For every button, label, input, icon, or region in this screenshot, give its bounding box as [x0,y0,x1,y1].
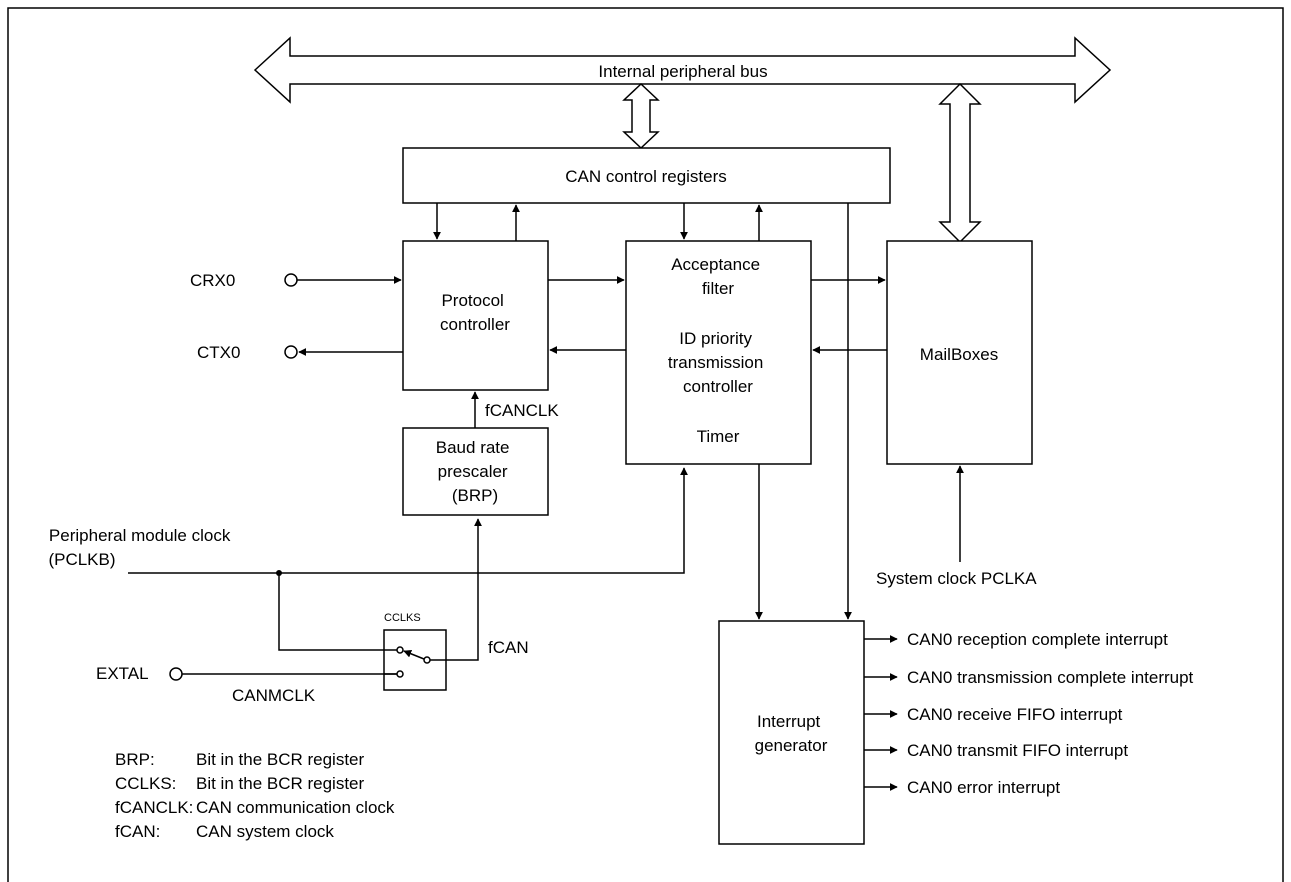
ctx0-pin-label: CTX0 [197,343,240,362]
crx0-pin [284,273,298,287]
legend-term: fCAN: [115,822,160,841]
protocol-controller-label: Protocol controller [440,291,510,334]
cclks-contact-bottom [396,670,404,678]
pclka-label: System clock PCLKA [876,569,1037,588]
cclks-switch-lever [403,649,425,660]
interrupt-label: CAN0 transmission complete interrupt [907,668,1194,687]
mailboxes-label: MailBoxes [920,345,998,364]
mailboxes-block [886,240,1033,465]
internal-peripheral-bus [253,36,1112,104]
bus-to-registers-arrow [622,82,660,150]
protocol-controller-block [402,240,549,391]
legend-desc: CAN communication clock [196,798,395,817]
legend-desc: Bit in the BCR register [196,750,365,769]
fcanclk-label: fCANCLK [485,401,559,420]
cclks-contact-top [396,646,404,654]
crx0-pin-label: CRX0 [190,271,235,290]
legend-desc: CAN system clock [196,822,334,841]
id-priority-label: ID priority transmission controller [668,329,768,396]
extal-pin-label: EXTAL [96,664,149,683]
baud-rate-prescaler-block [402,427,549,516]
fcan-label: fCAN [488,638,529,657]
interrupt-label: CAN0 reception complete interrupt [907,630,1168,649]
cclks-to-brp-arrow [430,518,482,661]
canmclk-label: CANMCLK [232,686,316,705]
interrupt-generator-label: Interrupt generator [755,712,828,755]
can-control-registers-label: CAN control registers [565,167,727,186]
legend-term: CCLKS: [115,774,176,793]
ctx0-pin [284,345,298,359]
pclkb-to-cclks-line [278,573,390,651]
interrupt-outputs: CAN0 reception complete interrupt CAN0 t… [864,630,1194,797]
legend: BRP: Bit in the BCR register CCLKS: Bit … [115,750,395,841]
extal-pin [169,667,183,681]
diagram-frame [7,7,1284,882]
can-control-registers-block [402,147,891,204]
legend-term: BRP: [115,750,155,769]
interrupt-label: CAN0 receive FIFO interrupt [907,705,1123,724]
baud-rate-prescaler-label: Baud rate prescaler (BRP) [436,438,514,505]
legend-desc: Bit in the BCR register [196,774,365,793]
pclkb-to-filter-line [128,467,688,574]
acceptance-filter-block [625,240,812,465]
interrupt-generator-block [718,620,865,845]
acceptance-filter-label: Acceptance filter [671,255,765,298]
interrupt-label: CAN0 error interrupt [907,778,1060,797]
legend-term: fCANCLK: [115,798,193,817]
bus-to-mailboxes-arrow [938,82,982,244]
interrupt-label: CAN0 transmit FIFO interrupt [907,741,1128,760]
pclkb-label: Peripheral module clock (PCLKB) [48,526,235,569]
bus-label: Internal peripheral bus [598,62,767,81]
timer-label: Timer [697,427,740,446]
cclks-contact-output [423,656,431,664]
cclks-label: CCLKS [384,612,421,624]
